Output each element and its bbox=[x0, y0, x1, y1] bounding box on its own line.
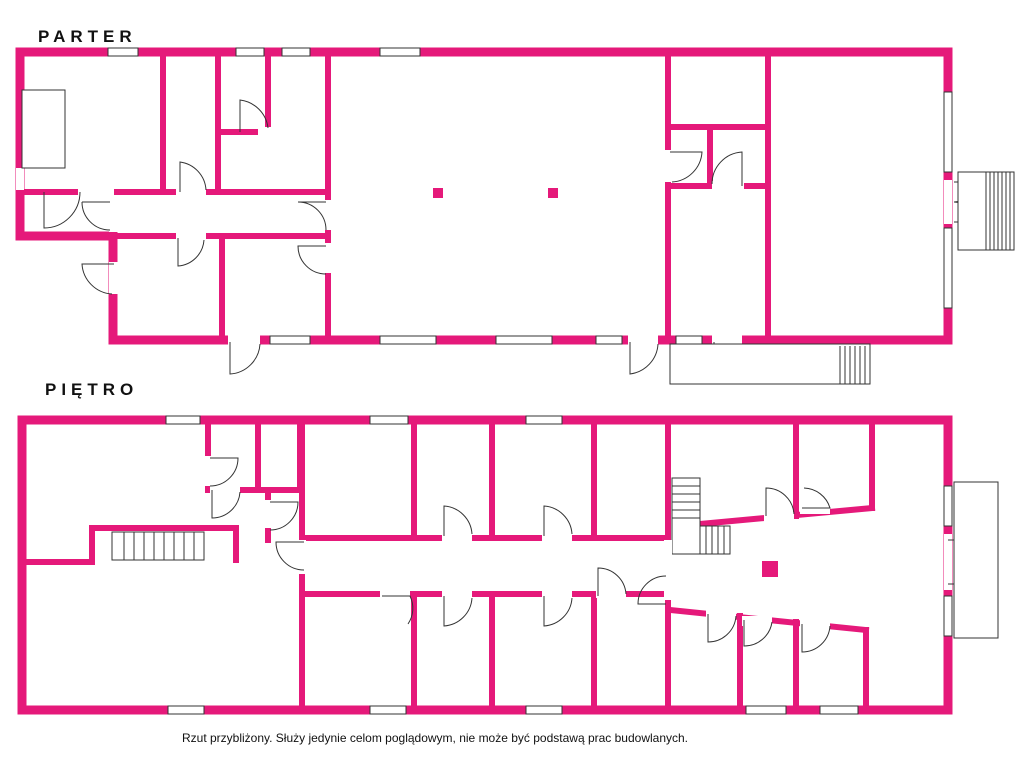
door-swing bbox=[81, 263, 114, 295]
window bbox=[525, 705, 563, 715]
window bbox=[943, 485, 953, 527]
door-swing bbox=[297, 201, 327, 231]
door-swing bbox=[177, 238, 205, 267]
door-swing bbox=[707, 614, 737, 643]
window bbox=[165, 415, 201, 425]
ground-exterior-walls bbox=[15, 47, 953, 345]
door-swing bbox=[179, 161, 207, 192]
window bbox=[943, 91, 953, 173]
ground-right-stairs bbox=[957, 171, 1015, 251]
window bbox=[675, 335, 703, 345]
door-swing bbox=[802, 487, 831, 509]
ground-door-gaps bbox=[16, 127, 952, 345]
upper-exterior-walls bbox=[17, 415, 953, 715]
window bbox=[943, 595, 953, 637]
column-marker bbox=[762, 561, 778, 577]
door-swing bbox=[209, 457, 239, 487]
upper-right-balcony bbox=[948, 481, 999, 639]
door-swing bbox=[239, 99, 269, 132]
ground-columns bbox=[433, 188, 558, 198]
door-swing bbox=[229, 342, 261, 375]
ground-door-swings bbox=[43, 99, 973, 375]
upper-interior-walls bbox=[19, 417, 876, 713]
door-swing bbox=[629, 342, 659, 375]
window bbox=[269, 335, 311, 345]
disclaimer-text: Rzut przybliżony. Służy jedynie celom po… bbox=[181, 731, 689, 745]
ground-interior-walls bbox=[17, 49, 771, 343]
window bbox=[369, 415, 409, 425]
door-swing bbox=[543, 596, 573, 627]
upper-windows bbox=[165, 415, 953, 715]
door-swing bbox=[711, 151, 743, 186]
upper-right-stairs bbox=[671, 477, 731, 555]
door-swing bbox=[443, 505, 473, 536]
door-swing bbox=[597, 567, 627, 596]
door-swing bbox=[297, 245, 327, 275]
window bbox=[495, 335, 553, 345]
upper-door-swings bbox=[209, 457, 831, 653]
window bbox=[943, 227, 953, 309]
ground-floor-label: PARTER bbox=[38, 27, 137, 46]
window bbox=[595, 335, 623, 345]
column-marker bbox=[548, 188, 558, 198]
door-swing bbox=[801, 624, 831, 653]
door-swing bbox=[637, 575, 667, 605]
door-swing bbox=[43, 191, 81, 229]
ground-bottom-platform bbox=[669, 343, 871, 385]
window bbox=[525, 415, 563, 425]
window bbox=[819, 705, 859, 715]
door-swing bbox=[275, 541, 305, 571]
ground-windows bbox=[107, 47, 953, 345]
upper-columns bbox=[762, 561, 778, 577]
window bbox=[379, 335, 437, 345]
ground-floor-plan bbox=[15, 47, 1015, 385]
upper-door-gaps bbox=[204, 456, 952, 630]
window bbox=[167, 705, 205, 715]
door-swing bbox=[81, 201, 111, 231]
window bbox=[281, 47, 311, 57]
door-swing bbox=[382, 595, 414, 625]
window bbox=[379, 47, 421, 57]
column-marker bbox=[433, 188, 443, 198]
window bbox=[369, 705, 407, 715]
door-swing bbox=[443, 596, 473, 627]
window bbox=[745, 705, 787, 715]
window bbox=[107, 47, 139, 57]
door-swing bbox=[765, 487, 795, 516]
upper-floor-plan bbox=[17, 415, 999, 715]
door-swing bbox=[670, 151, 703, 183]
upper-left-stairs bbox=[111, 531, 205, 561]
window bbox=[235, 47, 265, 57]
door-swing bbox=[269, 501, 299, 531]
door-swing bbox=[543, 505, 573, 536]
door-swing bbox=[211, 490, 241, 519]
upper-floor-label: PIĘTRO bbox=[45, 380, 139, 399]
ground-left-bay bbox=[21, 89, 66, 169]
door-swing bbox=[743, 620, 773, 647]
